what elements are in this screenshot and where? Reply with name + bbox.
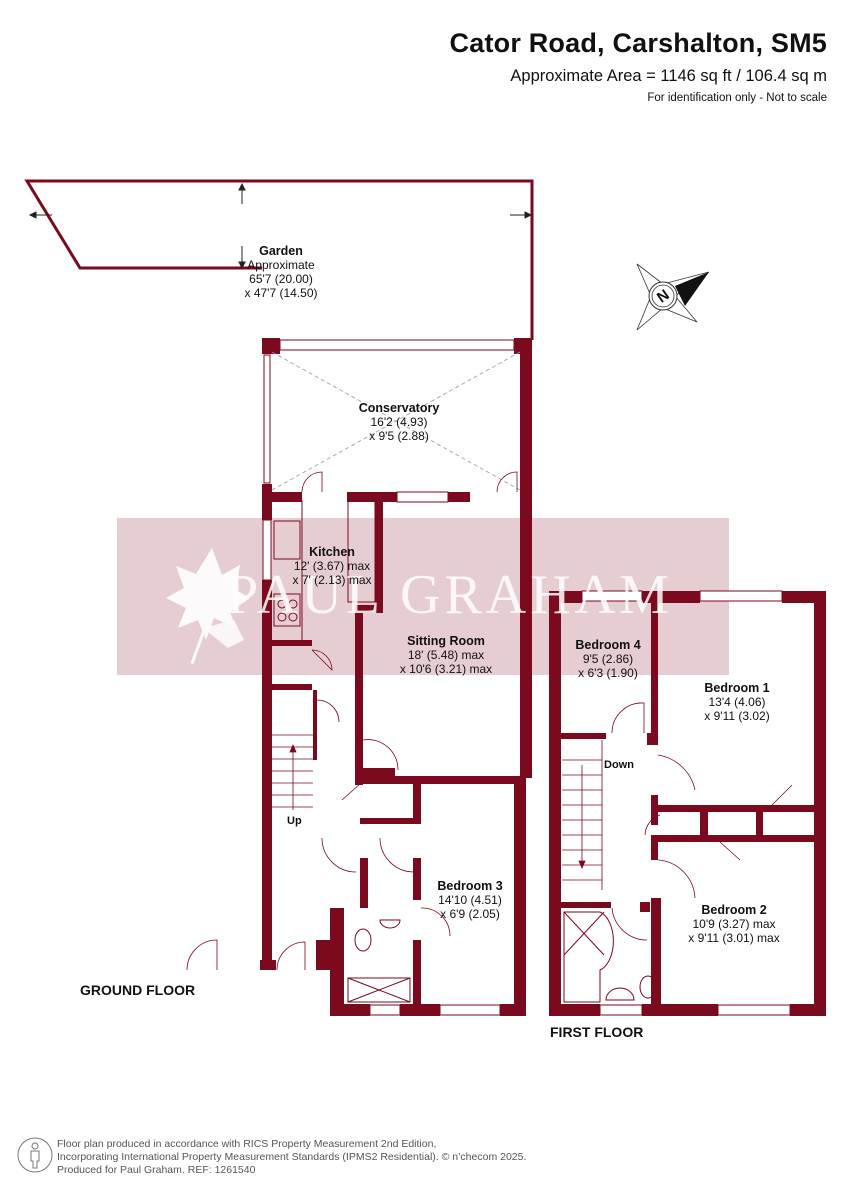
door-swings [186,471,518,971]
ground-floor-walls [260,338,532,1016]
approximate-area: Approximate Area = 1146 sq ft / 106.4 sq… [510,67,827,85]
room-bedroom-1: Bedroom 1 13'4 (4.06) x 9'11 (3.02) [704,681,770,723]
room-garden: Garden Approximate 65'7 (20.00) x 47'7 (… [244,244,318,300]
room-kitchen: Kitchen 12' (3.67) max x 7' (2.13) max [292,545,372,587]
compass-north-icon: N [636,263,710,331]
watermark-text: PAUL GRAHAM [227,564,673,626]
person-measure-icon [17,1137,53,1173]
property-title: Cator Road, Carshalton, SM5 [449,28,827,58]
scale-note: For identification only - Not to scale [647,92,827,104]
first-floor-label: FIRST FLOOR [550,1024,644,1040]
garden-dimension-arrows [28,182,533,270]
stairs-up-label: Up [287,815,302,827]
kitchen-fittings [273,499,376,640]
stairs-down-label: Down [604,759,634,771]
room-conservatory: Conservatory 16'2 (4.93) x 9'5 (2.88) [358,401,440,443]
shower-room-fittings [347,919,411,1003]
leaf-icon [166,548,250,665]
first-floor-door-swings [611,702,793,941]
first-floor-walls [549,591,826,1016]
garden-outline [24,179,534,340]
conservatory-roof-lines [271,351,521,491]
bathroom-fittings [563,911,657,1003]
room-bedroom-3: Bedroom 3 14'10 (4.51) x 6'9 (2.05) [437,879,503,921]
room-bedroom-4: Bedroom 4 9'5 (2.86) x 6'3 (1.90) [575,638,641,680]
room-bedroom-2: Bedroom 2 10'9 (3.27) max x 9'11 (3.01) … [688,903,780,945]
footer-notes: Floor plan produced in accordance with R… [57,1138,527,1176]
stairs-first-floor [562,740,603,890]
plan-header: Cator Road, Carshalton, SM5 Approximate … [450,26,827,105]
room-sitting-room: Sitting Room 18' (5.48) max x 10'6 (3.21… [399,634,493,676]
stairs-ground-floor [272,734,313,810]
ground-floor-label: GROUND FLOOR [80,982,196,998]
